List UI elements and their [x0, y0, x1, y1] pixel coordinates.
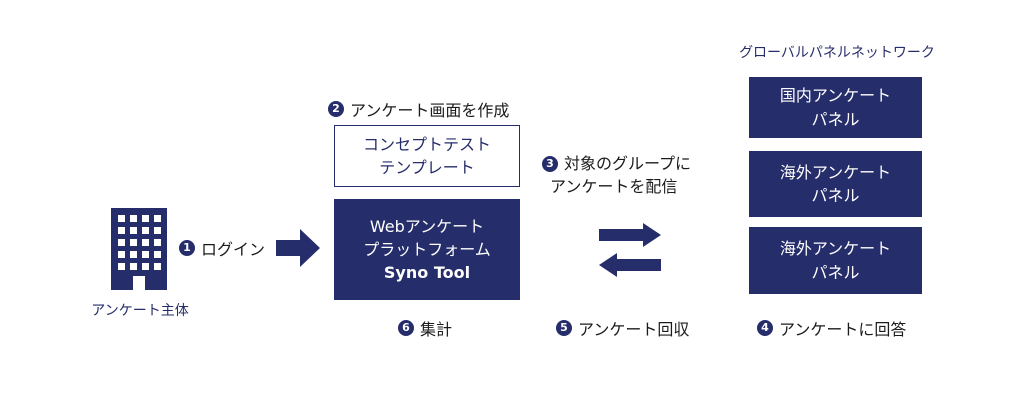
panel-line-1: 海外アンケート — [779, 162, 892, 182]
step-number: 3 — [542, 155, 558, 172]
login-arrow — [276, 229, 320, 271]
panel-line-2: パネル — [811, 186, 860, 205]
step-collect: 5 アンケート回収 — [556, 316, 689, 340]
platform-line-2: プラットフォーム — [363, 239, 491, 259]
step-aggregate: 6 集計 — [398, 316, 452, 340]
panel-line-1: 海外アンケート — [779, 239, 892, 259]
building-icon — [111, 208, 167, 290]
step-login: 1 ログイン — [179, 236, 265, 260]
step-label: ログイン — [201, 240, 266, 259]
platform-line-1: Webアンケート — [369, 216, 485, 236]
panel-line-2: パネル — [811, 262, 860, 282]
step-label-line-1: 対象のグループに — [564, 154, 692, 173]
step-label: アンケートに回答 — [779, 320, 907, 339]
platform-name: Syno Tool — [383, 263, 471, 283]
step-respond: 4 アンケートに回答 — [757, 316, 906, 340]
step-number: 2 — [328, 101, 344, 117]
company-building — [111, 208, 167, 290]
step-label: アンケート回収 — [578, 320, 690, 339]
exchange-arrows-icon — [599, 223, 661, 277]
panel-box-overseas-2: 海外アンケート パネル — [749, 227, 922, 294]
step-number: 1 — [179, 240, 195, 256]
step-number: 5 — [556, 320, 572, 336]
exchange-arrows — [599, 223, 661, 281]
panel-network-title: グローバルパネルネットワーク — [739, 45, 935, 61]
right-arrow-icon — [276, 229, 320, 267]
template-line-2: テンプレート — [379, 158, 475, 177]
step-number: 6 — [398, 320, 414, 336]
step-label-line-2: アンケートを配信 — [550, 177, 678, 197]
step-number: 4 — [757, 320, 773, 336]
template-line-1: コンセプトテスト — [362, 134, 491, 154]
step-create-survey: 2 アンケート画面を作成 — [328, 97, 509, 121]
template-box: コンセプトテスト テンプレート — [334, 125, 520, 187]
step-label: アンケート画面を作成 — [350, 101, 510, 120]
panel-line-1: 国内アンケート — [779, 86, 892, 106]
panel-box-overseas-1: 海外アンケート パネル — [749, 151, 922, 217]
panel-line-2: パネル — [811, 109, 860, 129]
company-caption: アンケート主体 — [91, 303, 189, 319]
platform-box: Webアンケート プラットフォーム Syno Tool — [334, 199, 520, 300]
panel-box-domestic: 国内アンケート パネル — [749, 77, 922, 138]
step-distribute: 3 対象のグループに アンケートを配信 — [542, 152, 691, 198]
step-label: 集計 — [420, 320, 453, 339]
